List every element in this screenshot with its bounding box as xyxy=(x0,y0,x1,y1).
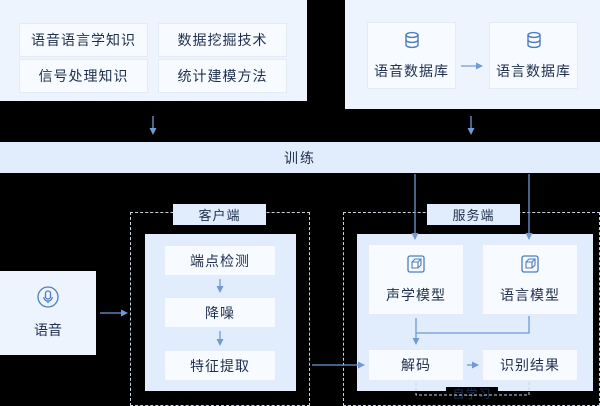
knowledge-item-label: 信号处理知识 xyxy=(38,69,129,85)
speech-input-box: 语音 xyxy=(0,271,96,355)
training-band: 训练 xyxy=(0,142,600,173)
cube-icon xyxy=(407,254,425,277)
database-label: 语言数据库 xyxy=(496,63,571,80)
decode-box: 解码 xyxy=(368,349,464,381)
recognition-result-label: 识别结果 xyxy=(500,358,560,374)
server-title-tab: 服务端 xyxy=(427,204,520,225)
language-model-box: 语言模型 xyxy=(482,244,578,315)
acoustic-model-box: 声学模型 xyxy=(368,244,464,315)
client-step-noise-reduction: 降噪 xyxy=(164,297,276,328)
database-icon xyxy=(525,31,543,53)
client-title-tab: 客户端 xyxy=(173,204,266,225)
client-step-label: 降噪 xyxy=(205,305,235,322)
microphone-icon xyxy=(37,286,59,312)
knowledge-item-statistical-modeling: 统计建模方法 xyxy=(158,59,287,93)
knowledge-item-signal-processing: 信号处理知识 xyxy=(19,59,148,93)
speech-input-label: 语音 xyxy=(34,323,62,339)
server-title: 服务端 xyxy=(452,209,495,224)
decode-label: 解码 xyxy=(401,358,431,374)
recognition-result-box: 识别结果 xyxy=(482,349,578,381)
client-title: 客户端 xyxy=(198,209,241,224)
knowledge-item-label: 数据挖掘技术 xyxy=(177,33,268,49)
client-step-feature-extraction: 特征提取 xyxy=(164,350,276,381)
database-label: 语音数据库 xyxy=(374,63,449,80)
database-item-language: 语言数据库 xyxy=(489,22,578,89)
training-label: 训练 xyxy=(284,150,316,167)
client-step-label: 端点检测 xyxy=(190,253,250,270)
database-item-speech: 语音数据库 xyxy=(367,22,456,89)
knowledge-item-label: 语音语言学知识 xyxy=(31,33,136,49)
self-learning-label: 自学习 xyxy=(446,387,498,403)
knowledge-item-label: 统计建模方法 xyxy=(177,69,268,85)
language-model-label: 语言模型 xyxy=(500,287,560,304)
database-icon xyxy=(403,31,421,53)
knowledge-item-data-mining: 数据挖掘技术 xyxy=(158,23,287,57)
client-step-label: 特征提取 xyxy=(190,358,250,375)
cube-icon xyxy=(521,254,539,277)
client-step-endpoint-detection: 端点检测 xyxy=(164,245,276,276)
knowledge-item-linguistics: 语音语言学知识 xyxy=(19,23,148,57)
acoustic-model-label: 声学模型 xyxy=(386,287,446,304)
